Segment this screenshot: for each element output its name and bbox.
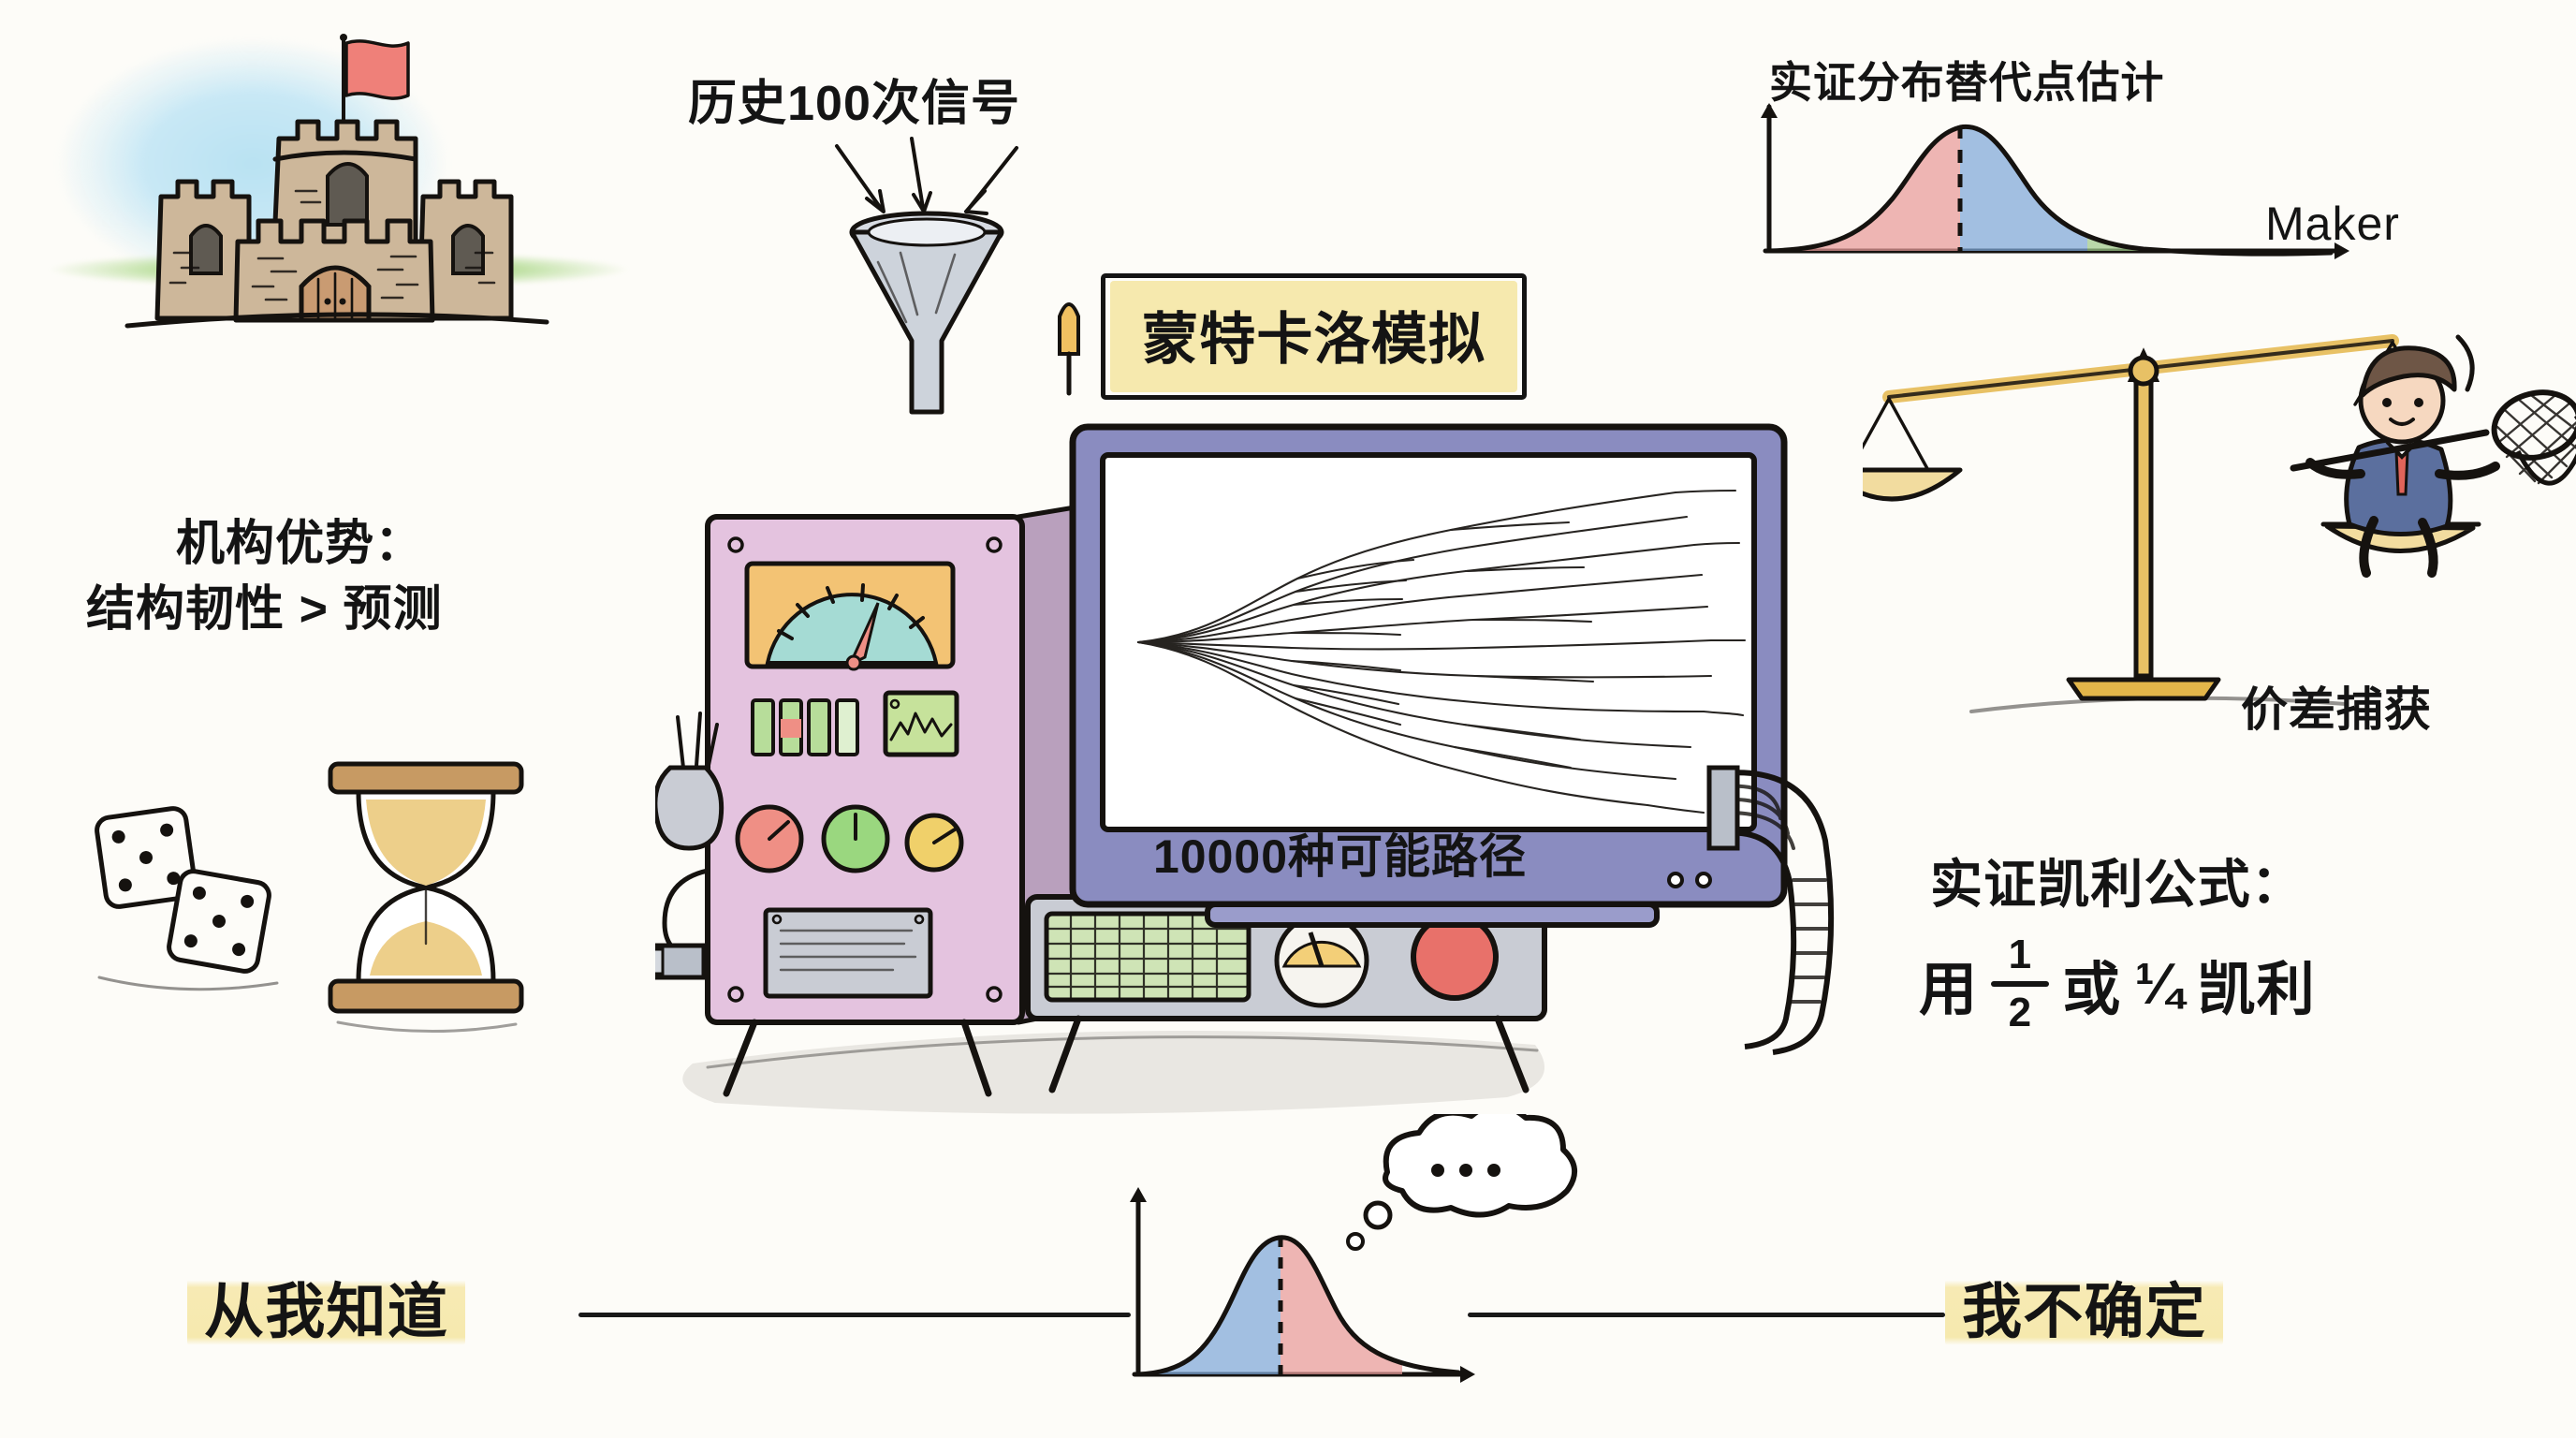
spectrum-line-right xyxy=(1468,1313,1945,1317)
randomness-panel xyxy=(84,749,608,1067)
simulation-machine-illustration xyxy=(655,506,1547,1114)
spectrum-panel: 从我知道 我不确定 xyxy=(0,1114,2576,1438)
monte-carlo-monitor xyxy=(1069,423,1788,928)
machine-duct-illustration xyxy=(1706,765,1835,1055)
distribution-curve-chart xyxy=(1761,103,2349,259)
small-distribution-curve-icon xyxy=(1130,1187,1475,1383)
maker-caption: 价差捕获 xyxy=(2241,683,2432,736)
castle-illustration xyxy=(124,34,549,329)
simulation-banner: 蒙特卡洛模拟 xyxy=(1101,273,1528,400)
path-fan-illustration xyxy=(1136,489,1747,814)
fraction-denominator: 2 xyxy=(2008,990,2032,1035)
distribution-title: 实证分布替代点估计 xyxy=(1769,58,2165,107)
kelly-formula: 用 1 2 或 ¼ 凯利 xyxy=(1919,934,2316,1034)
thought-bubble-icon xyxy=(1346,1114,1577,1251)
institution-panel: 机构优势： 结构韧性 > 预测 xyxy=(0,0,655,712)
kelly-formula-conjunction: 或 xyxy=(2062,958,2122,1022)
kelly-panel: 实证凯利公式： 用 1 2 或 ¼ 凯利 xyxy=(1910,833,2565,1067)
distribution-panel: 实证分布替代点估计 xyxy=(1732,28,2368,262)
hourglass-illustration xyxy=(328,761,524,1033)
maker-panel: Maker 价差捕获 xyxy=(1822,198,2576,749)
simulation-banner-title: 蒙特卡洛模拟 xyxy=(1142,308,1486,371)
balance-scale-illustration xyxy=(1822,334,2432,713)
fraction-bar xyxy=(1991,981,2050,987)
keyboard-illustration xyxy=(1044,911,1251,1003)
dice-illustration xyxy=(95,806,279,991)
funnel-label: 历史100次信号 xyxy=(688,77,1021,131)
kelly-title: 实证凯利公式： xyxy=(1930,855,2305,914)
spectrum-right-label: 我不确定 xyxy=(1945,1276,2224,1347)
maker-person-with-net-illustration xyxy=(2290,334,2576,578)
machine-nameplate xyxy=(763,907,933,999)
kelly-formula-suffix: 凯利 xyxy=(2197,958,2316,1022)
screen-caption: 10000种可能路径 xyxy=(1153,830,1528,883)
slider-1-icon xyxy=(751,698,775,756)
fraction-numerator: 1 xyxy=(2008,932,2032,977)
institution-caption-line2: 结构韧性 > 预测 xyxy=(86,582,443,637)
slider-3-icon xyxy=(807,698,831,756)
kelly-formula-prefix: 用 xyxy=(1919,958,1979,1022)
institution-caption-line1: 机构优势： xyxy=(176,517,425,571)
spectrum-left-label: 从我知道 xyxy=(187,1276,466,1347)
fraction-one-quarter: ¼ xyxy=(2134,951,2185,1017)
maker-label: Maker xyxy=(2265,198,2400,250)
funnel-illustration xyxy=(835,137,1080,415)
spectrum-line-left xyxy=(578,1313,1131,1317)
fraction-one-half: 1 2 xyxy=(1991,932,2050,1035)
signal-intake-panel: 历史100次信号 xyxy=(655,37,1329,562)
slider-4-icon xyxy=(835,698,859,756)
